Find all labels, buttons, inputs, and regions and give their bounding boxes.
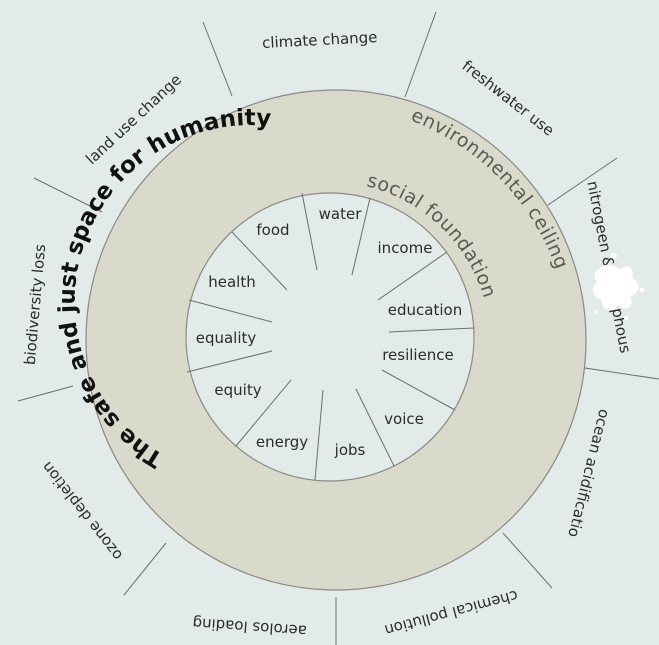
inner-spoke xyxy=(377,251,448,301)
foundation-label-equality: equality xyxy=(196,329,257,347)
foundation-label-resilience: resilience xyxy=(382,346,454,364)
inner-spoke xyxy=(388,327,475,333)
boundary-label-ocean-acidification: ocean acidificatio xyxy=(564,407,613,539)
boundary-label-climate-change: climate change xyxy=(262,28,378,52)
social-foundation-disc xyxy=(185,192,475,482)
boundary-label-freshwater-use: freshwater use xyxy=(459,57,558,140)
foundation-label-energy: energy xyxy=(256,433,308,451)
boundary-label-ozone-depletion: ozone depletion xyxy=(38,458,126,564)
outer-spoke xyxy=(123,542,167,596)
inner-spoke xyxy=(355,388,395,467)
inner-spoke xyxy=(188,299,273,323)
boundary-label-biodiversity-loss: biodiversity loss xyxy=(21,243,50,366)
inner-spoke xyxy=(314,389,324,481)
outer-spoke xyxy=(547,157,618,206)
inner-spoke xyxy=(381,369,456,411)
outer-spoke xyxy=(404,11,437,98)
foundation-label-equity: equity xyxy=(214,381,261,399)
inner-spoke xyxy=(231,231,288,291)
inner-spoke xyxy=(186,350,273,373)
outer-spoke xyxy=(584,367,659,380)
boundary-label-aerosol-loading: aerolos loading xyxy=(192,614,308,640)
foundation-label-voice: voice xyxy=(384,410,424,428)
inner-spoke xyxy=(301,192,318,271)
foundation-label-income: income xyxy=(378,239,433,257)
foundation-label-water: water xyxy=(319,205,363,223)
foundation-label-food: food xyxy=(256,221,289,239)
outer-spokes xyxy=(17,11,659,645)
foundation-label-jobs: jobs xyxy=(334,441,366,459)
inner-spoke xyxy=(235,379,292,447)
boundary-label-chemical-pollution: chemical pollution xyxy=(383,586,520,639)
foundation-label-health: health xyxy=(208,273,255,291)
foundation-label-education: education xyxy=(388,301,462,319)
outer-spoke xyxy=(502,532,553,589)
inner-spokes xyxy=(186,192,475,481)
outer-spoke xyxy=(17,385,74,402)
inner-spoke xyxy=(351,197,371,276)
outer-spoke xyxy=(33,177,103,213)
paint-splash-icon xyxy=(593,253,645,320)
outer-spoke xyxy=(202,21,233,97)
